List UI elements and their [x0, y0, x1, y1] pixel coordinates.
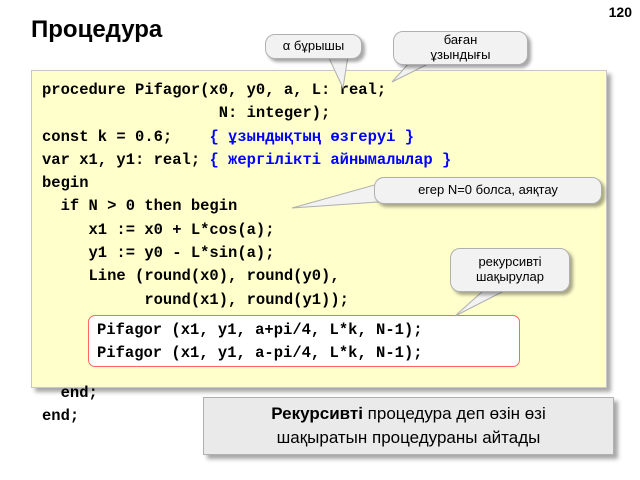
- stop-callout-pointer: [291, 183, 379, 209]
- page-number: 120: [608, 4, 632, 20]
- slide-title: Процедура: [31, 16, 163, 43]
- recursive-call-1: Pifagor (x1, y1, a+pi/4, L*k, N-1);: [97, 321, 423, 339]
- recursive-call-2: Pifagor (x1, y1, a-pi/4, L*k, N-1);: [97, 344, 423, 362]
- code-listing: procedure Pifagor(x0, y0, a, L: real; N:…: [42, 79, 451, 428]
- code-line-end-2: end;: [42, 407, 80, 426]
- side-length-callout: баған ұзындығы: [393, 31, 528, 65]
- length-callout-pointer: [391, 61, 433, 83]
- recursive-calls-callout: рекурсивті шақырулар: [450, 248, 570, 292]
- code-line-9: Line (round(x0), round(y0),: [42, 267, 340, 286]
- definition-note: Рекурсивті процедура деп өзін өзі шақыра…: [203, 397, 614, 455]
- note-bold-term: Рекурсивті: [271, 404, 363, 423]
- angle-callout-pointer: [327, 55, 349, 90]
- angle-callout: α бұрышы: [265, 34, 362, 59]
- comment-local-variables: { жергілікті айнымалылар }: [209, 150, 452, 169]
- code-line-8: y1 := y0 - L*sin(a);: [42, 244, 275, 263]
- stop-condition-callout: егер N=0 болса, аяқтау: [374, 177, 602, 204]
- recursive-calls-box: Pifagor (x1, y1, a+pi/4, L*k, N-1); Pifa…: [88, 315, 520, 367]
- recursive-callout-pointer: [454, 289, 507, 317]
- note-text-1: процедура деп өзін өзі: [362, 404, 546, 423]
- code-line-end-1: end;: [42, 383, 98, 402]
- code-line-7: x1 := x0 + L*cos(a);: [42, 220, 275, 239]
- code-line-10: round(x1), round(y1));: [42, 290, 349, 309]
- code-line-4: var x1, y1: real;: [42, 150, 210, 169]
- code-line-3: const k = 0.6;: [42, 127, 210, 146]
- code-line-5: begin: [42, 174, 89, 193]
- code-box: procedure Pifagor(x0, y0, a, L: real; N:…: [31, 70, 607, 425]
- code-line-1: procedure Pifagor(x0, y0, a, L: real;: [42, 81, 387, 99]
- comment-length-change: { ұзындықтың өзгеруі }: [209, 127, 415, 146]
- code-line-2: N: integer);: [42, 104, 331, 123]
- note-text-2: шақыратын процедураны айтады: [276, 428, 541, 447]
- code-line-6: if N > 0 then begin: [42, 197, 238, 216]
